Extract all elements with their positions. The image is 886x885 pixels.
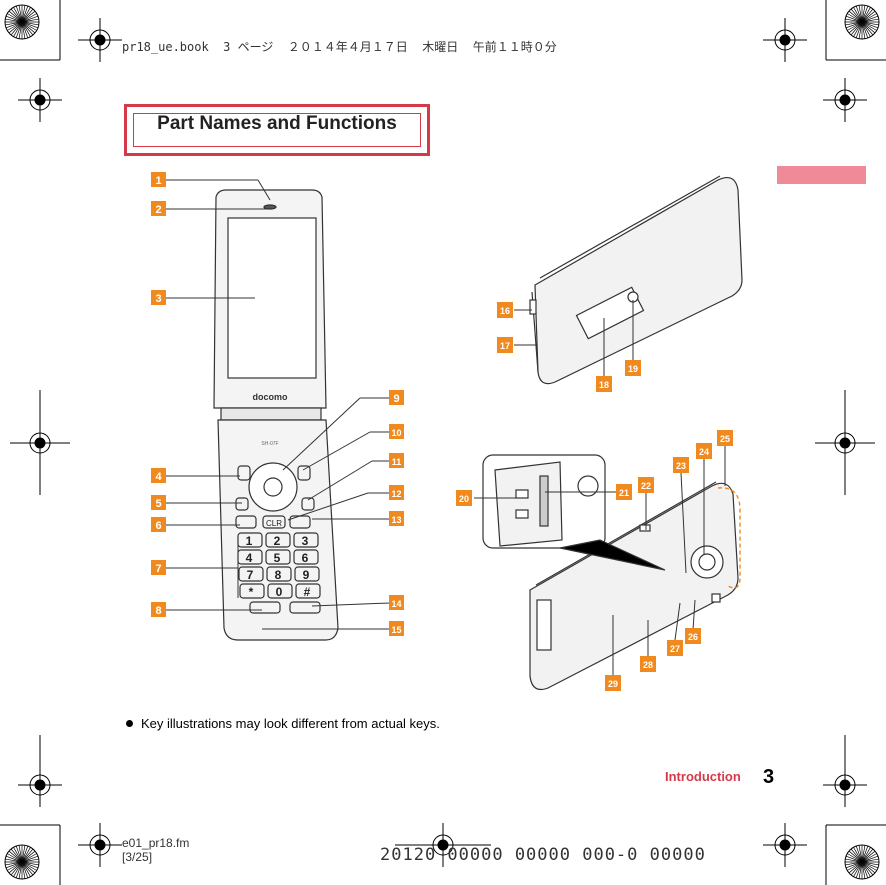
svg-text:20: 20 xyxy=(459,494,469,504)
svg-text:14: 14 xyxy=(391,599,401,609)
footer-section-label: Introduction xyxy=(665,769,741,784)
svg-text:12: 12 xyxy=(391,489,401,499)
svg-text:21: 21 xyxy=(619,488,629,498)
edge-highlight xyxy=(717,487,741,589)
callout-16: 16 xyxy=(497,302,513,318)
closed-phone-back xyxy=(529,481,739,691)
svg-text:13: 13 xyxy=(391,515,401,525)
section-title-box: Part Names and Functions xyxy=(124,104,430,156)
svg-text:28: 28 xyxy=(643,660,653,670)
svg-text:3: 3 xyxy=(155,293,161,305)
open-phone-front xyxy=(213,189,339,641)
callout-17: 17 xyxy=(497,337,513,353)
svg-text:17: 17 xyxy=(500,341,510,351)
phone-model: SH-07F xyxy=(261,441,278,447)
bullet-icon xyxy=(126,720,133,728)
callout-25: 25 xyxy=(717,430,733,446)
svg-text:8: 8 xyxy=(155,605,161,617)
section-title: Part Names and Functions xyxy=(157,113,397,134)
key-hash: # xyxy=(304,585,311,599)
file-pages: [3/25] xyxy=(122,850,153,864)
key-2: 2 xyxy=(274,534,281,548)
note-line: Key illustrations may look different fro… xyxy=(126,716,440,731)
callout-22: 22 xyxy=(638,477,654,493)
key-clr: CLR xyxy=(266,519,282,528)
callout-24: 24 xyxy=(696,443,712,459)
svg-text:27: 27 xyxy=(670,644,680,654)
key-6: 6 xyxy=(302,551,309,565)
callout-14: 14 xyxy=(389,595,404,610)
svg-text:9: 9 xyxy=(393,393,399,405)
callout-23: 23 xyxy=(673,457,689,473)
callouts: 1 2 3 4 5 6 7 8 9 10 11 12 13 14 15 16 1… xyxy=(151,172,733,691)
svg-text:16: 16 xyxy=(500,306,510,316)
closed-phone-top xyxy=(529,175,743,385)
phone-logo: docomo xyxy=(253,392,289,402)
inset-detail xyxy=(482,454,666,571)
file-name: e01_pr18.fm xyxy=(122,836,190,850)
svg-text:10: 10 xyxy=(391,428,401,438)
callout-26: 26 xyxy=(685,628,701,644)
svg-text:1: 1 xyxy=(155,175,161,187)
leader-lines xyxy=(166,179,726,675)
callout-18: 18 xyxy=(596,376,612,392)
svg-text:11: 11 xyxy=(392,457,402,467)
key-1: 1 xyxy=(246,534,253,548)
callout-10: 10 xyxy=(389,424,404,439)
svg-text:22: 22 xyxy=(641,481,651,491)
key-7: 7 xyxy=(247,568,254,582)
svg-text:24: 24 xyxy=(699,447,709,457)
callout-9: 9 xyxy=(389,390,404,405)
svg-text:4: 4 xyxy=(155,471,162,483)
key-9: 9 xyxy=(303,568,310,582)
callout-20: 20 xyxy=(456,490,472,506)
callout-27: 27 xyxy=(667,640,683,656)
svg-text:18: 18 xyxy=(599,380,609,390)
callout-8: 8 xyxy=(151,602,166,617)
callout-1: 1 xyxy=(151,172,166,187)
svg-text:25: 25 xyxy=(720,434,730,444)
callout-19: 19 xyxy=(625,360,641,376)
file-header: pr18_ue.book 3 ページ ２０１４年４月１７日 木曜日 午前１１時０… xyxy=(122,40,557,54)
callout-11: 11 xyxy=(389,453,404,468)
svg-text:7: 7 xyxy=(155,563,161,575)
key-5: 5 xyxy=(274,551,281,565)
key-3: 3 xyxy=(302,534,309,548)
svg-text:5: 5 xyxy=(155,498,161,510)
note-text: Key illustrations may look different fro… xyxy=(141,716,440,731)
callout-4: 4 xyxy=(151,468,166,483)
callout-5: 5 xyxy=(151,495,166,510)
svg-text:15: 15 xyxy=(391,625,401,635)
callout-7: 7 xyxy=(151,560,166,575)
key-8: 8 xyxy=(275,568,282,582)
svg-text:26: 26 xyxy=(688,632,698,642)
svg-text:6: 6 xyxy=(155,520,161,532)
callout-28: 28 xyxy=(640,656,656,672)
svg-text:2: 2 xyxy=(155,204,161,216)
svg-text:29: 29 xyxy=(608,679,618,689)
key-star: * xyxy=(249,585,254,599)
key-0: 0 xyxy=(276,585,283,599)
callout-6: 6 xyxy=(151,517,166,532)
chapter-tab xyxy=(777,166,866,184)
callout-12: 12 xyxy=(389,485,404,500)
svg-text:19: 19 xyxy=(628,364,638,374)
page-number: 3 xyxy=(763,766,775,788)
callout-21: 21 xyxy=(616,484,632,500)
callout-29: 29 xyxy=(605,675,621,691)
key-4: 4 xyxy=(246,551,253,565)
callout-15: 15 xyxy=(389,621,404,636)
callout-13: 13 xyxy=(389,511,404,526)
svg-text:23: 23 xyxy=(676,461,686,471)
callout-3: 3 xyxy=(151,290,166,305)
product-code: 20120 00000 00000 000-0 00000 xyxy=(380,845,706,865)
callout-2: 2 xyxy=(151,201,166,216)
